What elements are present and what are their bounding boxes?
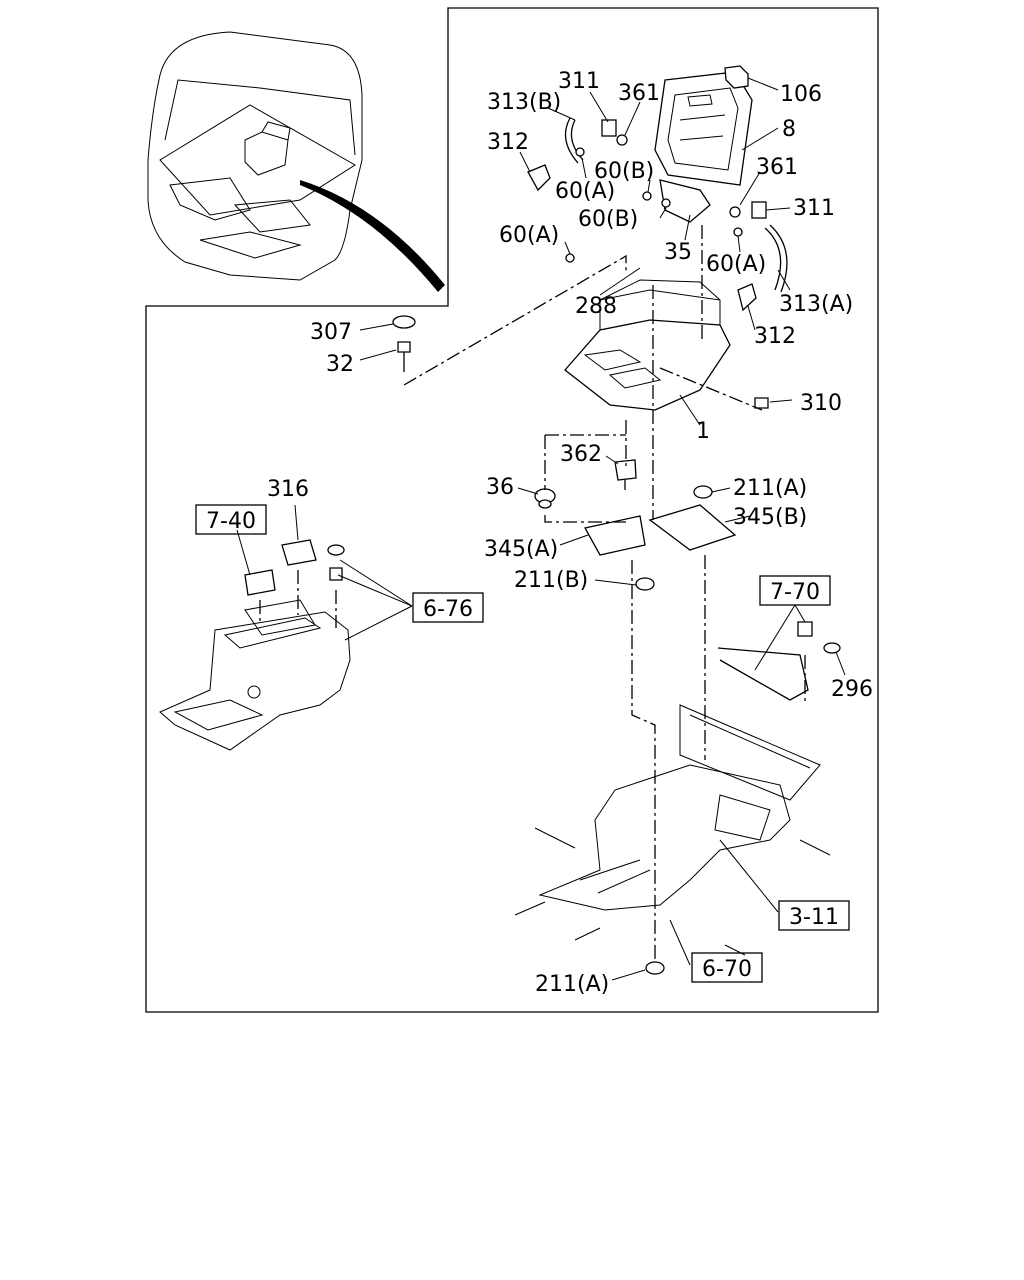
strap-313a-part: [764, 224, 788, 293]
callout-345a: 345(A): [484, 537, 558, 562]
ref-6-76: 6-76: [423, 597, 473, 622]
callout-35: 35: [664, 240, 692, 265]
clip-106-part: [724, 65, 749, 89]
bezel-frame-part: [654, 71, 753, 186]
callout-60b-2: 60(B): [578, 207, 638, 232]
ref-7-70: 7-70: [770, 580, 820, 605]
bracket-345b-part: [648, 504, 737, 551]
ref-box-3-11: [778, 900, 850, 931]
callout-311-right: 311: [793, 196, 835, 221]
callout-345b: 345(B): [733, 505, 807, 530]
leader-lines: [236, 77, 846, 981]
assembly-lines: [259, 225, 806, 960]
callout-312: 312: [487, 130, 529, 155]
callout-310: 310: [800, 391, 842, 416]
nut-211a-lower: [645, 961, 665, 975]
ref-7-40: 7-40: [206, 509, 256, 534]
diagram-frame: [145, 7, 879, 1013]
nut-211b: [635, 577, 655, 591]
callout-60a-3: 60(A): [706, 252, 766, 277]
clip-362-part: [614, 459, 637, 490]
ref-box-7-70: [759, 575, 831, 606]
strap-313b-part: [564, 117, 584, 164]
callout-211a-lower: 211(A): [535, 972, 609, 997]
ref-box-6-76: [412, 592, 484, 623]
lower-console-view: [159, 539, 351, 751]
callout-311: 311: [558, 69, 600, 94]
callout-211a: 211(A): [733, 476, 807, 501]
callout-60a-2: 60(A): [499, 223, 559, 248]
ref-box-6-70: [691, 952, 763, 983]
bracket-345a-part: [584, 515, 646, 556]
screw-32-part: [397, 341, 411, 372]
floor-tunnel-view: [514, 621, 841, 956]
ref-3-11: 3-11: [789, 905, 839, 930]
callout-313a: 313(A): [779, 292, 853, 317]
console-housing-part: [564, 279, 731, 411]
callout-312-right: 312: [754, 324, 796, 349]
clip-310-part: [754, 397, 769, 409]
callout-307: 307: [310, 320, 352, 345]
callout-362: 362: [560, 442, 602, 467]
callout-361: 361: [618, 81, 660, 106]
clip-312-right: [737, 283, 757, 312]
grommet-36-part: [534, 488, 556, 509]
reference-boxes: [195, 504, 850, 983]
inset-cab-view: [147, 31, 445, 292]
callout-296: 296: [831, 677, 873, 702]
clip-311-right: [751, 201, 767, 219]
ref-6-70: 6-70: [702, 957, 752, 982]
callout-60a: 60(A): [555, 179, 615, 204]
callout-313b: 313(B): [487, 90, 561, 115]
cap-307-part: [392, 315, 416, 329]
callout-60b: 60(B): [594, 159, 654, 184]
callout-288: 288: [575, 294, 617, 319]
callout-316: 316: [267, 477, 309, 502]
callout-361-right: 361: [756, 155, 798, 180]
clip-311-left: [601, 119, 617, 137]
callout-8: 8: [782, 117, 796, 142]
callout-1: 1: [696, 419, 710, 444]
ref-box-7-40: [195, 504, 267, 535]
callout-106: 106: [780, 82, 822, 107]
callout-32: 32: [326, 352, 354, 377]
screws-small: [565, 134, 743, 263]
callout-211b: 211(B): [514, 568, 588, 593]
callout-36: 36: [486, 475, 514, 500]
nut-211a-upper: [693, 485, 713, 499]
clip-312-left: [527, 164, 551, 192]
